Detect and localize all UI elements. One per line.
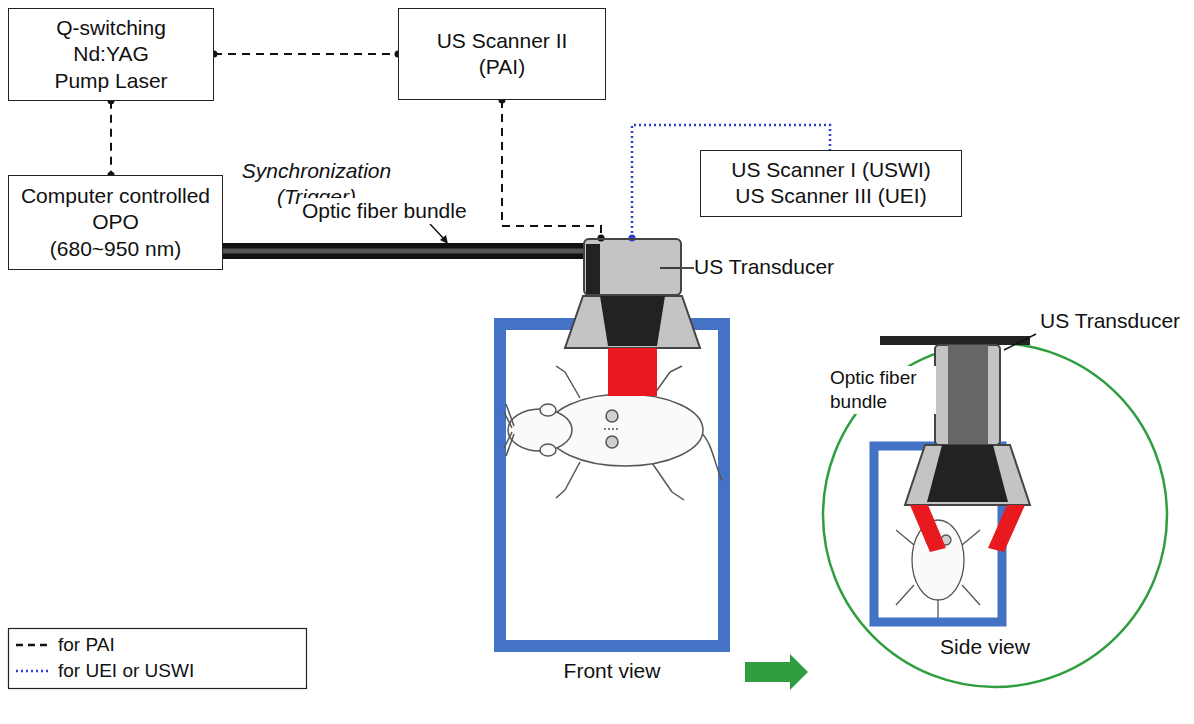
transducer-head-side xyxy=(905,445,1030,505)
leader-arrow xyxy=(440,235,448,244)
fiber-in-transducer xyxy=(586,244,600,296)
legend-swatch xyxy=(16,640,50,650)
transducer-lens xyxy=(600,296,665,346)
transducer-core-side xyxy=(948,345,988,445)
transducer-body xyxy=(583,238,682,296)
laser-box: Q-switching Nd:YAG Pump Laser xyxy=(8,8,214,101)
legend-box xyxy=(9,629,307,689)
fiber-label: Optic fiber bundle xyxy=(828,366,936,414)
view-arrow xyxy=(745,654,808,690)
box-text: Computer controlled OPO xyxy=(18,183,213,236)
leader-line xyxy=(1004,334,1036,350)
fiber-label: Optic fiber bundle xyxy=(300,198,469,224)
signal-line xyxy=(108,97,115,178)
transducer-label: US Transducer xyxy=(1038,308,1182,334)
legend-text: for UEI or USWI xyxy=(58,660,194,682)
legend-text: for PAI xyxy=(58,634,115,656)
transducer-body-side xyxy=(935,345,1000,445)
transducer-head xyxy=(565,296,700,348)
legend-item: for PAI xyxy=(16,634,115,656)
box-text: (680~950 nm) xyxy=(18,236,213,262)
box-text: US Transducer xyxy=(694,254,834,280)
transducer: US Transducer xyxy=(583,238,682,296)
leader-line xyxy=(660,267,694,269)
signal-line xyxy=(211,51,402,58)
transducer-lens-side xyxy=(927,445,1008,502)
box-text: US Scanner III (UEI) xyxy=(735,183,926,209)
legend-item: for UEI or USWI xyxy=(16,660,194,682)
fiber-bundle-side xyxy=(880,336,1030,345)
legend-swatch xyxy=(16,666,50,676)
laser-beam xyxy=(910,505,946,552)
signal-line xyxy=(499,97,605,242)
view-label: Front view xyxy=(562,658,663,684)
opo-box: Computer controlled OPO(680~950 nm) xyxy=(8,175,223,270)
view-label: Side view xyxy=(938,634,1032,660)
animal-frame xyxy=(500,324,724,646)
scanner-box: US Scanner I (USWI)US Scanner III (UEI) xyxy=(700,150,962,217)
scanner-box: US Scanner II (PAI) xyxy=(398,8,606,100)
laser-beam xyxy=(608,348,657,396)
box-text: Q-switching Nd:YAG Pump Laser xyxy=(52,15,170,94)
fiber-bundle xyxy=(223,251,583,252)
laser-beam xyxy=(988,505,1025,552)
side-view-circle xyxy=(823,343,1167,687)
box-text: US Scanner II (PAI) xyxy=(431,28,573,81)
box-text: US Scanner I (USWI) xyxy=(731,157,931,183)
leader-line xyxy=(430,224,445,240)
